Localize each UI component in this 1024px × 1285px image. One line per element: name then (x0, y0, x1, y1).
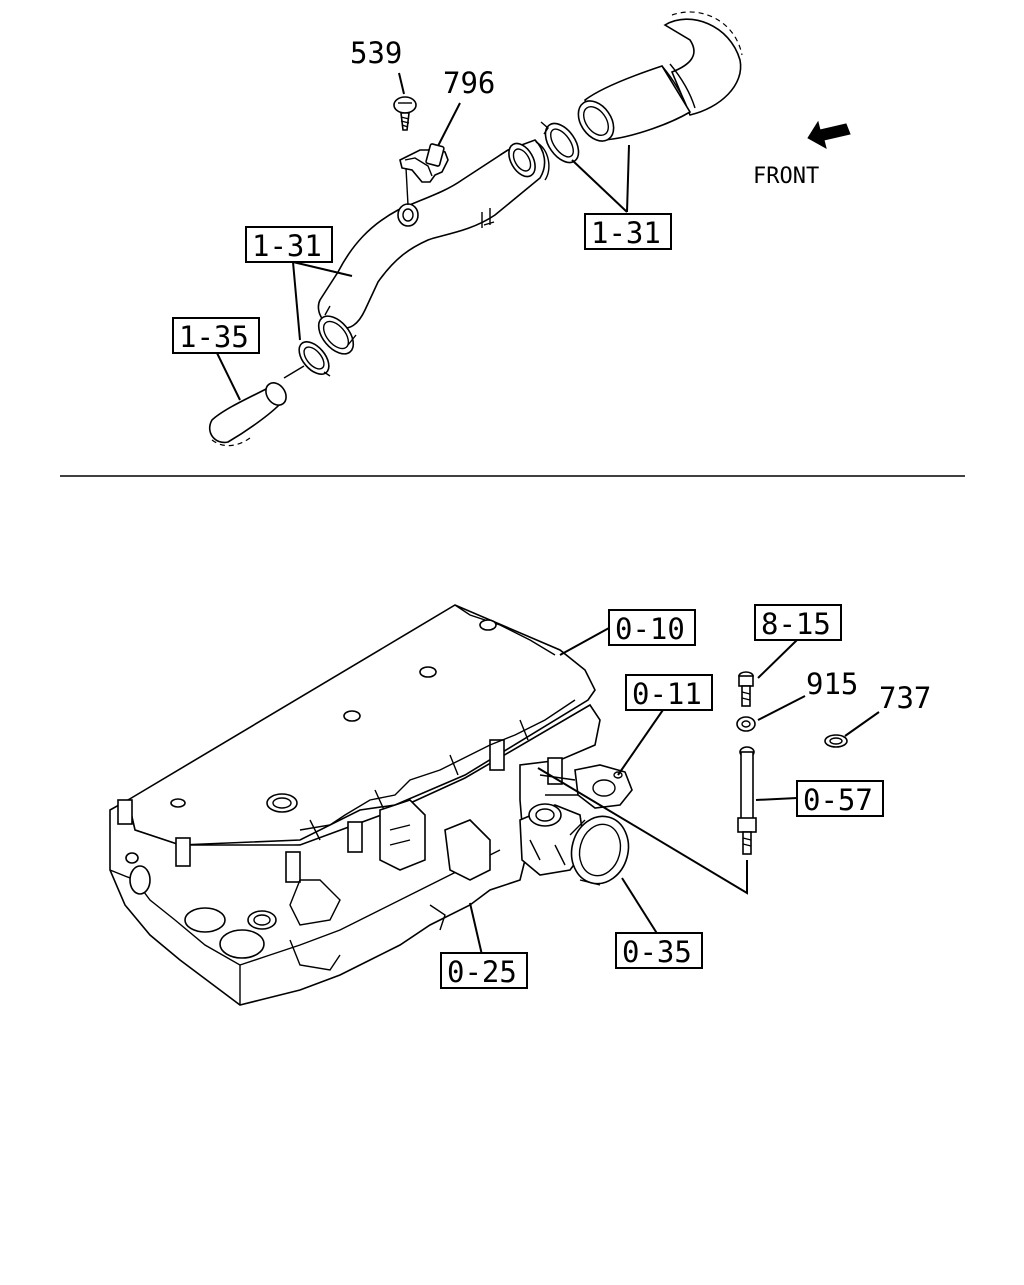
callout-1-35: 1-35 (179, 320, 249, 354)
screw-icon (393, 96, 417, 131)
long-bolt (737, 746, 757, 855)
intake-tube (317, 139, 550, 355)
callout-1-31-left: 1-31 (252, 229, 322, 263)
callout-0-57: 0-57 (803, 783, 873, 817)
flange-bolt (738, 671, 754, 707)
callout-8-15: 8-15 (761, 607, 831, 641)
head-ports (125, 852, 277, 959)
front-label: FRONT (753, 164, 819, 189)
washer-737 (824, 734, 848, 748)
head-ribs (299, 699, 576, 841)
callout-0-10: 0-10 (615, 612, 685, 646)
front-arrow-icon (807, 120, 851, 149)
callout-0-25: 0-25 (447, 955, 517, 989)
callout-box-1-35: 1-35 (172, 317, 260, 354)
callout-1-31-right: 1-31 (591, 216, 661, 250)
callout-box-0-57: 0-57 (796, 780, 884, 817)
head-block (109, 703, 601, 1006)
callout-box-0-25: 0-25 (440, 952, 528, 989)
upper-leader-lines (216, 72, 630, 401)
cylinder-head-assembly: 0-10 0-11 8-15 915 737 0-57 0-35 0-25 (109, 604, 931, 1006)
callout-915: 915 (806, 667, 858, 701)
callout-box-0-10: 0-10 (608, 609, 696, 646)
callout-box-1-31-left: 1-31 (245, 226, 333, 263)
cover-bolts (170, 619, 497, 813)
sensor-bracket (397, 143, 449, 227)
washer-915 (736, 716, 756, 732)
lower-air-hose (208, 382, 287, 447)
lower-leader-lines (469, 627, 880, 956)
hose-clamp-lower (298, 341, 331, 377)
callout-796: 796 (443, 66, 495, 100)
callout-box-0-35: 0-35 (615, 932, 703, 969)
callout-0-11: 0-11 (632, 677, 702, 711)
callout-0-35: 0-35 (622, 935, 692, 969)
egr-valve (519, 803, 586, 876)
outlet-flange (539, 764, 633, 809)
callout-box-1-31-right: 1-31 (584, 213, 672, 250)
front-indicator: FRONT (753, 120, 851, 189)
throttle-body-cap (569, 815, 630, 886)
intake-pipe-assembly: 539 796 1-31 1-31 1-35 FRONT (172, 11, 851, 447)
callout-box-0-11: 0-11 (625, 674, 713, 711)
callout-539: 539 (350, 36, 402, 70)
callout-box-8-15: 8-15 (754, 604, 842, 641)
hose-clamp-upper (540, 121, 580, 164)
callout-737: 737 (879, 681, 931, 715)
upper-air-hose (577, 11, 743, 142)
intake-manifold (289, 799, 491, 971)
head-cover (127, 604, 596, 846)
